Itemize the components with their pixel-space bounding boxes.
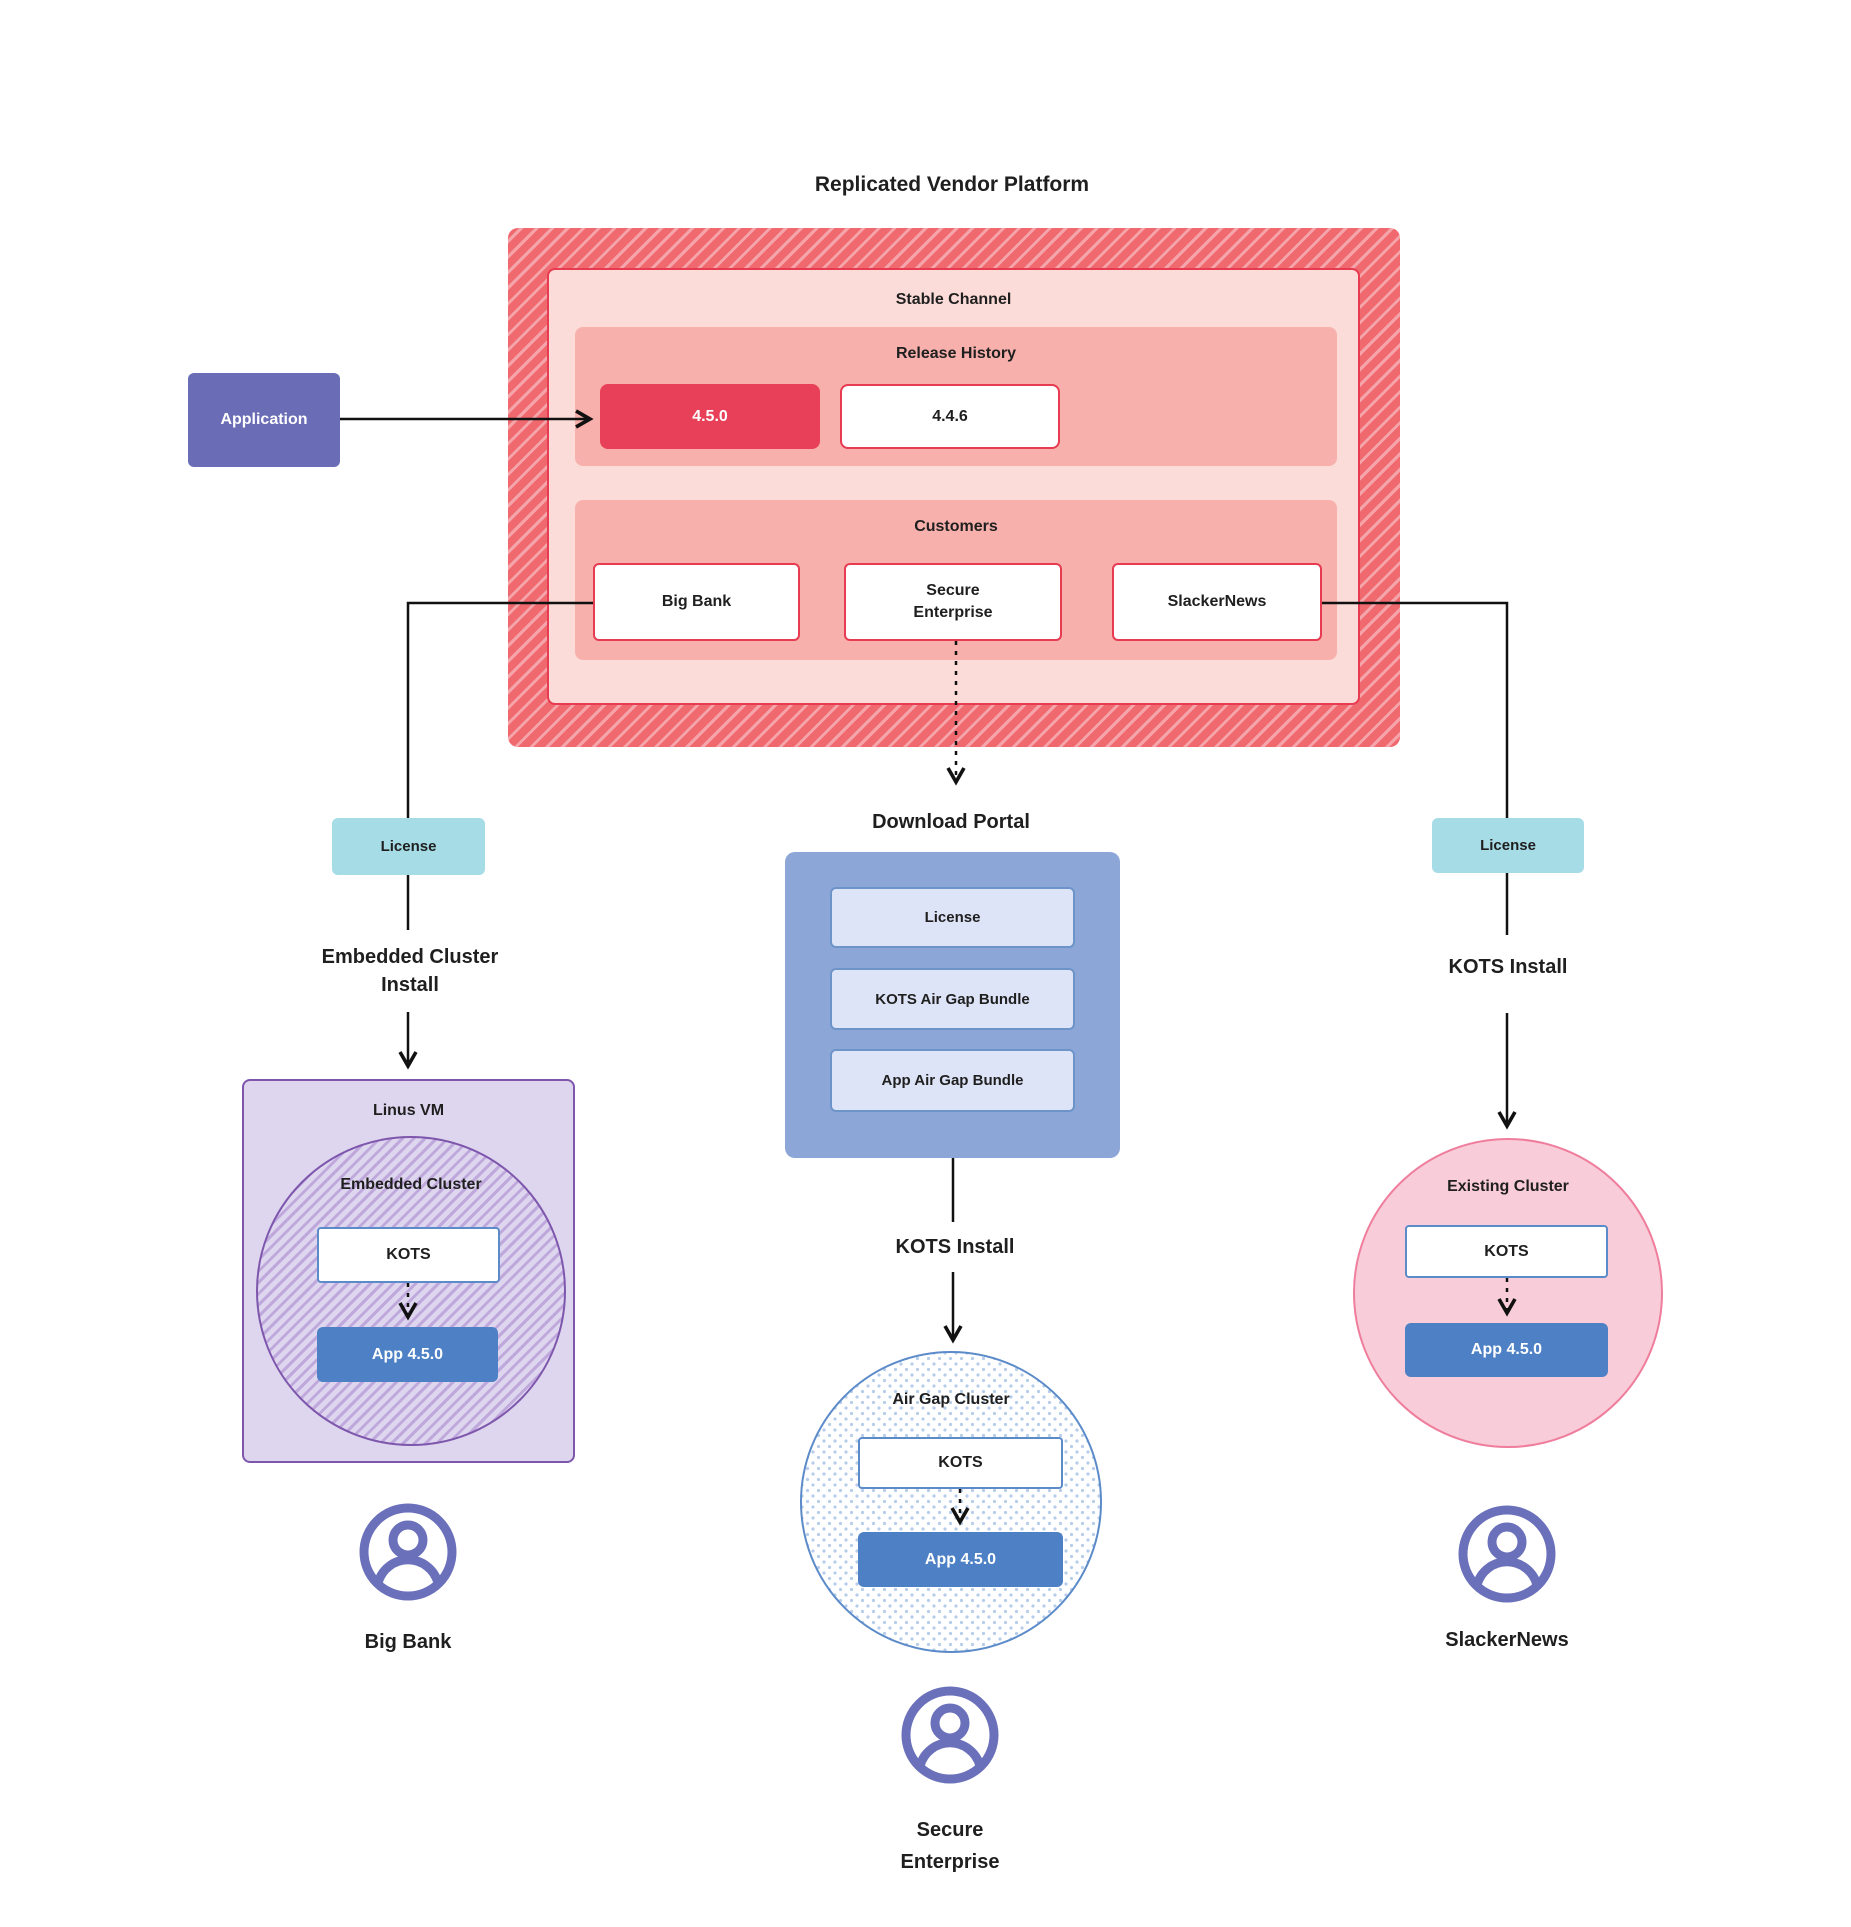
kots-node-embedded: KOTS (317, 1227, 500, 1283)
kots-install-label-right: KOTS Install (1448, 956, 1568, 978)
portal-license-item: License (830, 887, 1075, 948)
kots-install-label-center: KOTS Install (895, 1236, 1015, 1258)
air-gap-cluster-circle: Air Gap Cluster (800, 1351, 1102, 1653)
portal-app-airgap-bundle-item: App Air Gap Bundle (830, 1049, 1075, 1112)
user-icon-slackernews (1458, 1505, 1556, 1603)
persona-label-big-bank: Big Bank (364, 1631, 452, 1653)
kots-node-existing: KOTS (1405, 1225, 1608, 1278)
kots-node-airgap: KOTS (858, 1437, 1063, 1489)
persona-label-slackernews: SlackerNews (1445, 1629, 1569, 1651)
page-title: Replicated Vendor Platform (814, 173, 1090, 196)
app-node-existing: App 4.5.0 (1405, 1323, 1608, 1377)
user-icon-secure-enterprise (901, 1686, 999, 1784)
persona-label-secure-enterprise: Secure Enterprise (900, 1819, 1000, 1873)
license-node-left: License (332, 818, 485, 875)
customer-secure-enterprise: Secure Enterprise (844, 563, 1062, 641)
embedded-cluster-install-label: Embedded Cluster Install (321, 946, 499, 996)
customer-big-bank: Big Bank (593, 563, 800, 641)
air-gap-cluster-label: Air Gap Cluster (892, 1391, 1010, 1408)
portal-kots-airgap-bundle-item: KOTS Air Gap Bundle (830, 968, 1075, 1030)
release-4-5-0: 4.5.0 (600, 384, 820, 449)
release-4-4-6: 4.4.6 (840, 384, 1060, 449)
app-node-embedded: App 4.5.0 (317, 1327, 498, 1382)
app-node-airgap: App 4.5.0 (858, 1532, 1063, 1587)
embedded-cluster-circle: Embedded Cluster (256, 1136, 566, 1446)
customer-slackernews: SlackerNews (1112, 563, 1322, 641)
download-portal-title: Download Portal (872, 811, 1030, 833)
existing-cluster-circle: Existing Cluster (1353, 1138, 1663, 1448)
existing-cluster-label: Existing Cluster (1447, 1178, 1569, 1195)
stable-channel-label: Stable Channel (895, 291, 1012, 308)
user-icon-big-bank (359, 1503, 457, 1601)
application-node: Application (188, 373, 340, 467)
release-history-label: Release History (895, 345, 1017, 362)
embedded-cluster-label: Embedded Cluster (340, 1176, 482, 1193)
license-node-right: License (1432, 818, 1584, 873)
linux-vm-label: Linus VM (372, 1102, 445, 1119)
customers-label: Customers (914, 518, 998, 535)
